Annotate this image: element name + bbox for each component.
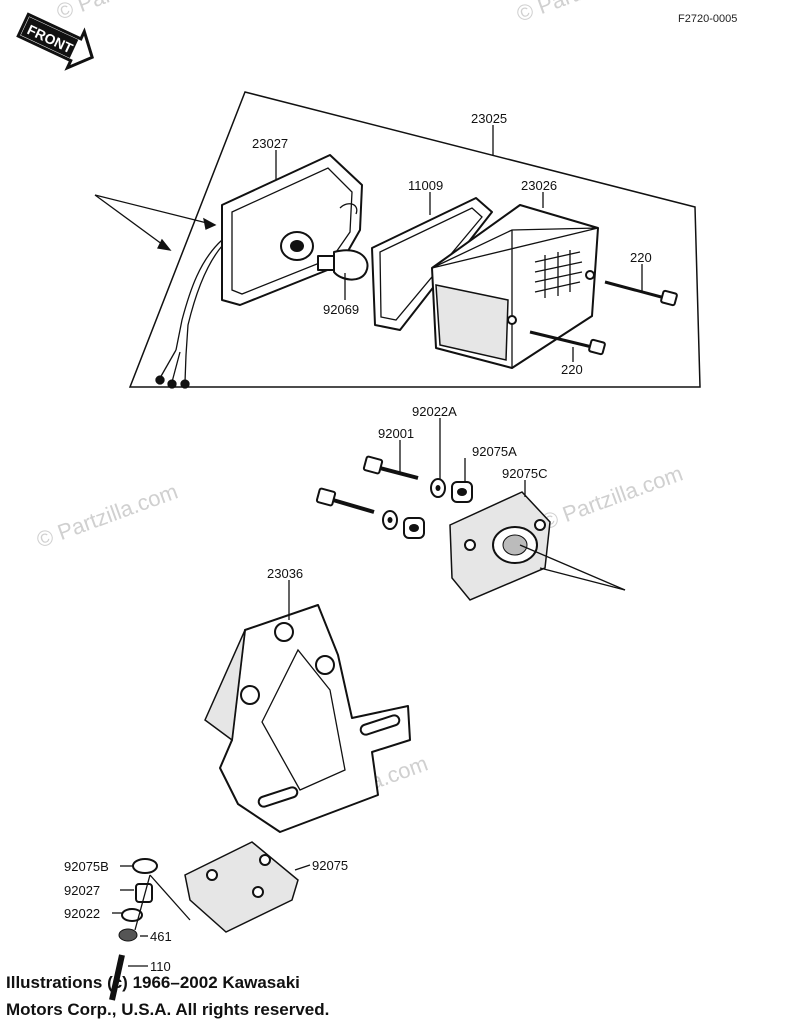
mount-bolt <box>362 455 419 480</box>
part-label-92069: 92069 <box>323 302 359 317</box>
part-label-92075C: 92075C <box>502 466 548 481</box>
part-label-11009: 11009 <box>408 178 443 193</box>
grommet <box>451 481 473 503</box>
leader-lines <box>112 125 643 967</box>
watermark: © Partzilla.com <box>53 0 201 25</box>
pointer-arrows <box>94 194 217 251</box>
copyright-line-2: Motors Corp., U.S.A. All rights reserved… <box>6 1000 330 1019</box>
lens-screw <box>529 330 606 356</box>
grommet <box>132 858 158 874</box>
wire-harness <box>155 239 223 389</box>
grommet <box>403 517 425 539</box>
bolt <box>109 954 125 1001</box>
part-label-220: 220 <box>630 250 652 265</box>
pointer-arrows <box>134 874 191 931</box>
part-label-220: 220 <box>561 362 583 377</box>
watermark: © Partzilla.com <box>513 0 661 27</box>
part-label-92022: 92022 <box>64 906 100 921</box>
part-label-23027: 23027 <box>252 136 288 151</box>
watermark: © Partzilla.com <box>33 479 181 553</box>
part-label-23025: 23025 <box>471 111 507 126</box>
assembly-boundary <box>128 91 701 388</box>
part-label-23026: 23026 <box>521 178 557 193</box>
part-label-92001: 92001 <box>378 426 414 441</box>
copyright-line-1: Illustrations (c) 1966–2002 Kawasaki <box>6 973 300 992</box>
collar <box>135 883 153 903</box>
part-label-110: 110 <box>150 959 171 974</box>
lens-screw <box>604 280 678 307</box>
part-label-92075A: 92075A <box>472 444 517 459</box>
bottom-pad <box>184 841 299 933</box>
part-label-92075B: 92075B <box>64 859 109 874</box>
washer <box>121 908 143 922</box>
mount-pad <box>449 491 551 601</box>
part-label-92027: 92027 <box>64 883 100 898</box>
bulb <box>317 249 369 281</box>
diagram-code: F2720-0005 <box>678 13 737 25</box>
license-bracket <box>204 604 411 833</box>
part-label-461: 461 <box>150 929 172 944</box>
lamp-base-housing <box>221 154 363 306</box>
part-label-92022A: 92022A <box>412 404 457 419</box>
part-label-23036: 23036 <box>267 566 303 581</box>
tail-lens <box>431 204 599 369</box>
nut <box>118 928 138 942</box>
part-label-92075: 92075 <box>312 858 348 873</box>
front-arrow-icon: FRONT <box>16 12 94 71</box>
watermark: © Partzilla.com <box>538 461 686 535</box>
mount-bolt <box>315 487 375 514</box>
pointer-arrows <box>519 544 626 591</box>
